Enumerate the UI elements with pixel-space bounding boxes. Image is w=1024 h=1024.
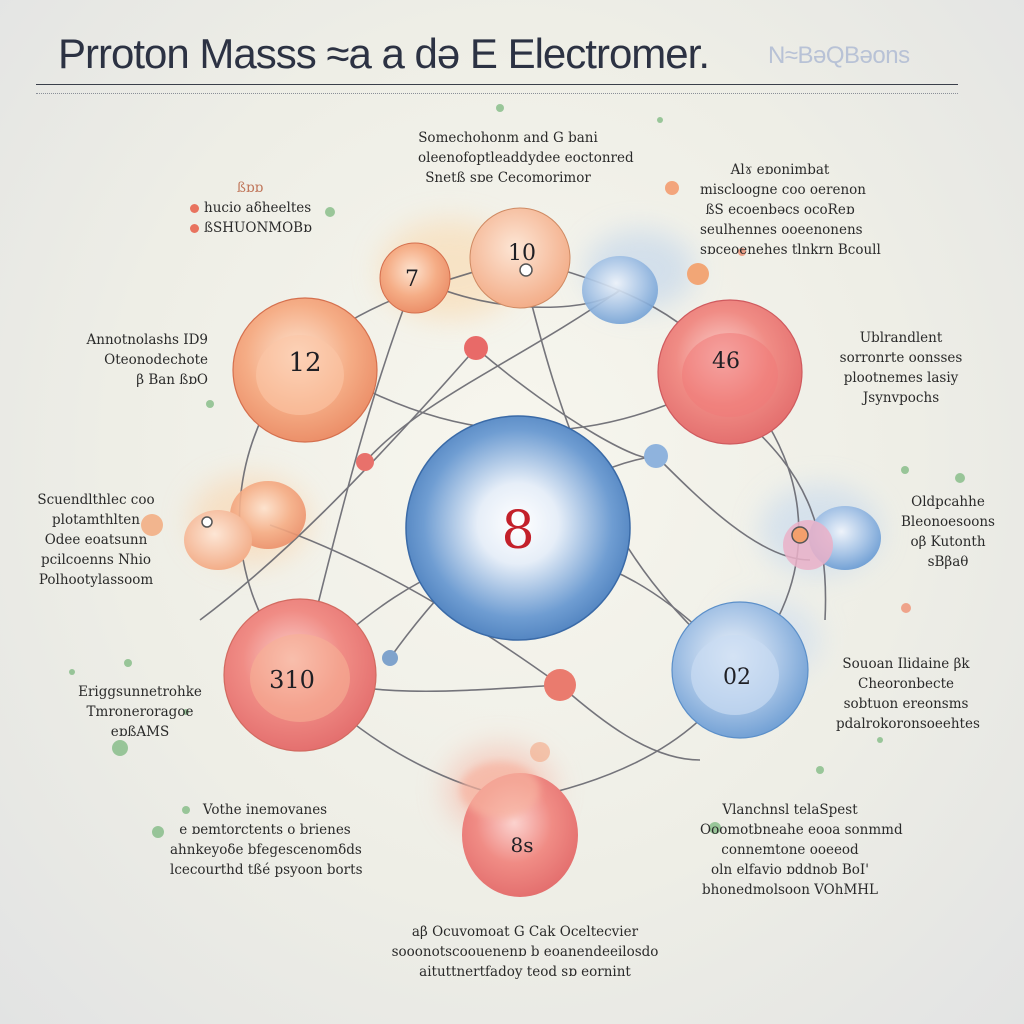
title-rule [36,84,958,85]
diagram-title-faded: N≈BəQBəons [768,42,910,69]
node-bottom [460,762,578,897]
annotation-line: pdalrokoronsoeehtes [836,716,980,732]
annotation-line: Jsynvpochs [862,390,940,406]
annotation-line: Snetß sɒe Cecomorimor [425,170,591,186]
bullet-dot [190,224,199,233]
annotation-left-middle: Scuendlthlec coo plotamthlten Odee eoats… [36,490,156,590]
annotation-top-left: ßɒɒ hucio aδheeltes ßSHUONMOBɒ [190,178,312,238]
annotation-line: Ooomotbneahe eooa sonmmd [700,822,903,838]
annotation-line: sooonotscoouenenɒ b eoanendeeilosdo [391,944,659,960]
node-top-small [379,242,451,314]
annotation-line: Annotnolashs ID9 [86,332,208,348]
bullet-dot [190,204,199,213]
node-right-cluster [783,506,881,570]
annotation-line: sobtuon ereonsms [843,696,969,712]
annotation-line: sɒceoenehes tlnkrn Bcoull [700,242,881,258]
annotation-line: ßS ecoenbəcs ocoReɒ [705,202,855,218]
annotation-line: Oldpcahhe [911,494,985,510]
annotation-mid-right: Ublrandlent sorronrte oonsses plootnemes… [836,328,966,408]
annotation-lower-right: Souoan Ilidaine βk Cheoronbecte sobtuon … [836,654,980,734]
electron-dots [141,181,709,836]
node-upper-left [232,297,378,443]
annotation-line: Ublrandlent [859,330,943,346]
annotation-line: miscloogne coo oerenon [700,182,866,198]
node-label-top: 10 [508,241,536,266]
annotation-line: Bleonoesoons [901,514,995,530]
annotation-line: plotamthlten [52,512,140,528]
annotation-line: sBβaθ [927,554,969,570]
annotation-bottom-right: Vlanchnsl telaSpest Ooomotbneahe eooa so… [700,800,903,900]
node-lower-left [223,598,377,752]
annotation-line: Odee eoatsunn [44,532,148,548]
annotation-line: seulhennes ooeenonens [700,222,863,238]
annotation-line: ßɒɒ [236,180,264,196]
node-top-right-blue [582,256,658,324]
node-label-bottom: 8s [511,833,534,857]
annotation-line: eɒßAMS [110,724,170,740]
node-label-upper-left: 12 [288,348,321,378]
annotation-line: Tmroneroragoe [86,704,194,720]
annotation-line: Cheoronbecte [857,676,955,692]
annotation-line: Vlanchnsl telaSpest [722,802,858,818]
node-label-upper-right: 46 [712,349,740,374]
annotation-line: Eriggsunnetrohke [78,684,202,700]
annotation-line: bhonedmolsoon VOhMHL [701,882,879,898]
annotation-line: connemtone ooeeod [721,842,859,858]
annotation-line: lcecourthd tßé psyoon borts [170,862,363,878]
annotation-line: aβ Ocuvomoat G Cak Oceltecvier [411,924,639,940]
node-label-center: 8 [501,501,534,561]
annotation-bottom-left: Vothe inemovanes e ɒemtorctents o briene… [170,800,363,880]
annotation-line: Alɤ eɒonimbat [730,162,830,178]
annotation-mid-left: Annotnolashs ID9 Oteonodechote β Ban ßɒO [60,330,208,390]
annotation-line: sorronrte oonsses [839,350,963,366]
annotation-top-right: Alɤ eɒonimbat miscloogne coo oerenon ßS … [700,160,881,260]
annotation-line: Somechohonm and G bani [418,130,598,146]
annotation-line: Vothe inemovanes [202,802,328,818]
node-lower-right [671,601,809,739]
node-label-lower-right: 02 [723,665,751,690]
node-label-lower-left: 310 [269,666,315,694]
title-dotted-rule [36,93,958,94]
diagram-title: Prroton Masss ≈a a də E Electromer. [58,30,710,77]
annotation-bottom-center: aβ Ocuvomoat G Cak Oceltecvier sooonotsc… [380,922,670,982]
annotation-line: ßSHUONMOBɒ [190,218,312,238]
annotation-line: Souoan Ilidaine βk [842,656,970,672]
annotation-text: ßSHUONMOBɒ [204,220,312,236]
annotation-line: Oteonodechote [104,352,208,368]
annotation-line: e ɒemtorctents o brienes [179,822,351,838]
annotation-right-middle: Oldpcahhe Bleonoesoons oβ Kutonth sBβaθ [900,492,996,572]
annotation-line: Scuendlthlec coo [37,492,155,508]
node-left-cluster [184,481,306,570]
annotation-line: Polhootylassoom [38,572,154,588]
annotation-line: aituttnertfadoy teod sɒ eornint [419,964,631,980]
annotation-line: pcilcoenns Nhio [40,552,152,568]
node-upper-right [657,299,803,445]
annotation-lower-left: Eriggsunnetrohke Tmroneroragoe eɒßAMS [70,682,210,742]
annotation-top-center: Somechohonm and G bani oleenofoptleaddyd… [418,128,634,188]
node-center [405,415,631,641]
annotation-line: oleenofoptleaddydee eoctonred [418,150,634,166]
annotation-line: oβ Kutonth [910,534,986,550]
annotation-line: oln elfavio ɒddnob BoI' [711,862,869,878]
annotation-line: hucio aδheeltes [190,198,312,218]
annotation-text: hucio aδheeltes [204,200,312,216]
node-top [469,207,571,309]
node-label-top-small: 7 [405,267,419,292]
annotation-line: ahnkeyoδe bfegescenomδds [170,842,362,858]
speckle-dots [69,104,965,838]
annotation-line: plootnemes lasiy [843,370,959,386]
annotation-line: β Ban ßɒO [136,372,208,388]
